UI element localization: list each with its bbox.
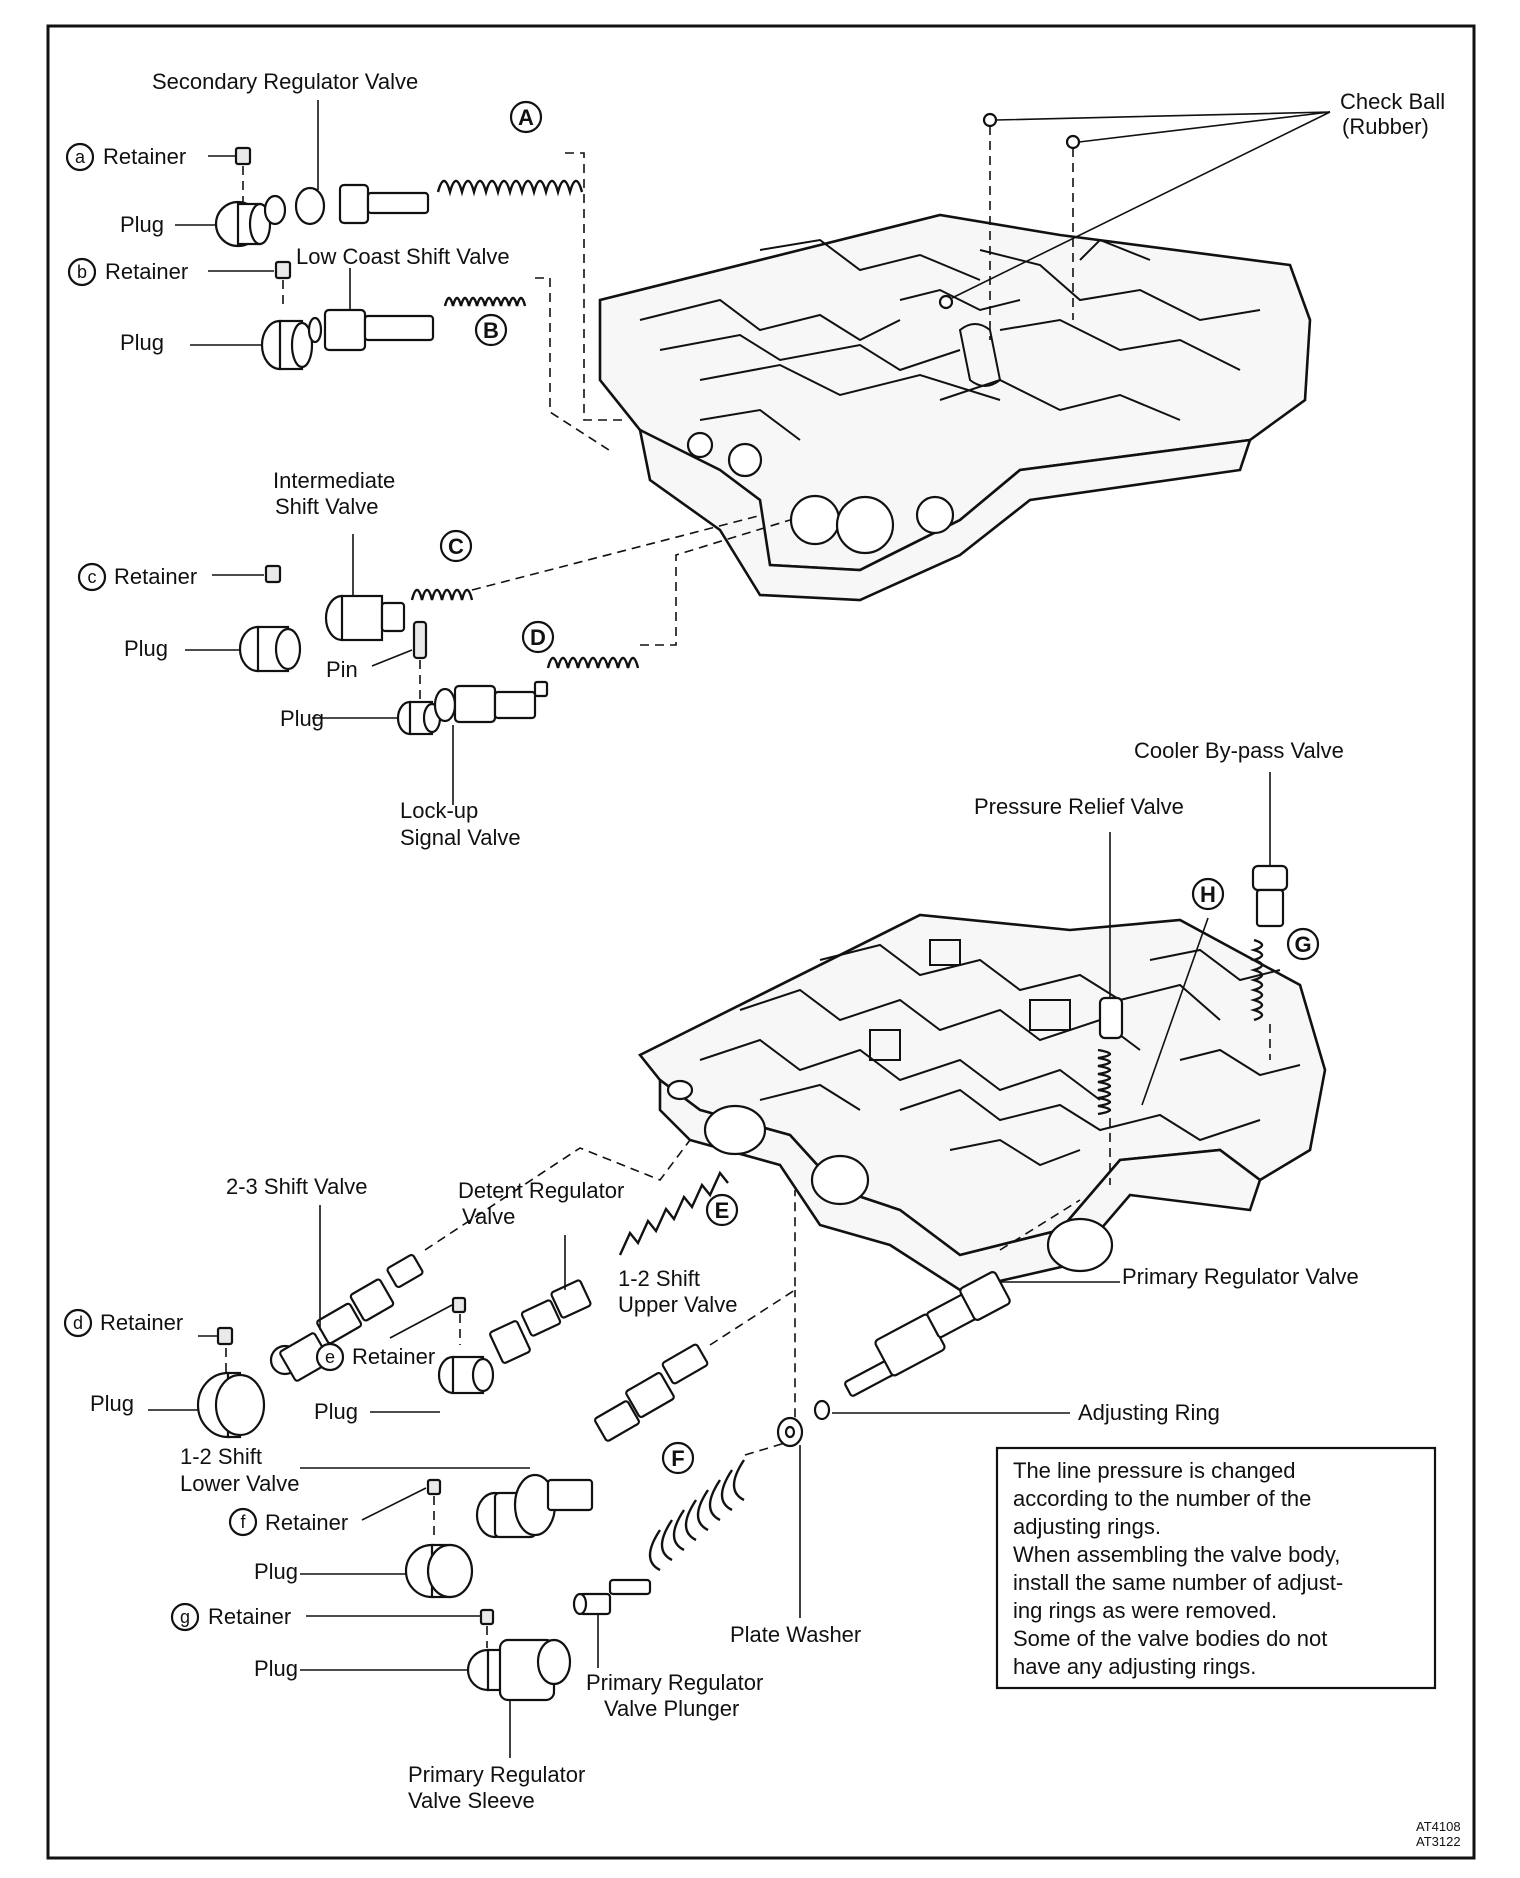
label-retainer-d: Retainer — [100, 1310, 183, 1335]
label-plate-washer: Plate Washer — [730, 1622, 861, 1647]
label-prv-sleeve-2: Valve Sleeve — [408, 1788, 535, 1813]
label-prv-sleeve-1: Primary Regulator — [408, 1762, 585, 1787]
label-detent-regulator-valve-1: Detent Regulator — [458, 1178, 624, 1203]
note-line-7: Some of the valve bodies do not — [1013, 1626, 1327, 1651]
label-pressure-relief-valve: Pressure Relief Valve — [974, 794, 1184, 819]
label-intermediate-shift-valve-2: Shift Valve — [275, 494, 379, 519]
label-prv-plunger-1: Primary Regulator — [586, 1670, 763, 1695]
note-line-3: adjusting rings. — [1013, 1514, 1161, 1539]
label-prv-plunger-2: Valve Plunger — [604, 1696, 739, 1721]
marker-f: f — [240, 1512, 246, 1532]
spring-marker-f: F — [671, 1446, 684, 1471]
label-two-three-shift-valve: 2-3 Shift Valve — [226, 1174, 367, 1199]
label-lockup-signal-valve-1: Lock-up — [400, 798, 478, 823]
figure-code-2: AT3122 — [1416, 1834, 1461, 1849]
note-line-2: according to the number of the — [1013, 1486, 1311, 1511]
note-line-4: When assembling the valve body, — [1013, 1542, 1340, 1567]
label-plug-e: Plug — [90, 1391, 134, 1416]
label-plug-a: Plug — [120, 212, 164, 237]
label-one-two-upper-1: 1-2 Shift — [618, 1266, 700, 1291]
marker-g: g — [180, 1607, 190, 1627]
marker-e: e — [325, 1347, 335, 1367]
label-lockup-signal-valve-2: Signal Valve — [400, 825, 521, 850]
note-line-6: ing rings as were removed. — [1013, 1598, 1277, 1623]
lower-valve-body — [637, 913, 1327, 1292]
label-cooler-bypass-valve: Cooler By-pass Valve — [1134, 738, 1344, 763]
upper-valve-body — [598, 213, 1312, 602]
label-plug-d: Plug — [280, 706, 324, 731]
spring-marker-c: C — [448, 534, 464, 559]
figure-code-1: AT4108 — [1416, 1819, 1461, 1834]
marker-c: c — [88, 567, 97, 587]
spring-marker-d: D — [530, 625, 546, 650]
label-check-ball-rubber: (Rubber) — [1342, 114, 1429, 139]
marker-d: d — [73, 1313, 83, 1333]
label-one-two-upper-2: Upper Valve — [618, 1292, 737, 1317]
spring-marker-a: A — [518, 105, 534, 130]
label-adjusting-ring: Adjusting Ring — [1078, 1400, 1220, 1425]
label-retainer-f: Retainer — [265, 1510, 348, 1535]
label-retainer-a: Retainer — [103, 144, 186, 169]
label-retainer-b: Retainer — [105, 259, 188, 284]
label-retainer-c: Retainer — [114, 564, 197, 589]
note-line-1: The line pressure is changed — [1013, 1458, 1296, 1483]
label-retainer-g: Retainer — [208, 1604, 291, 1629]
note-line-5: install the same number of adjust- — [1013, 1570, 1343, 1595]
label-secondary-regulator-valve: Secondary Regulator Valve — [152, 69, 418, 94]
label-low-coast-shift-valve: Low Coast Shift Valve — [296, 244, 510, 269]
figure-border — [46, 24, 1476, 1860]
note-box: The line pressure is changed according t… — [995, 1446, 1437, 1690]
label-intermediate-shift-valve-1: Intermediate — [273, 468, 395, 493]
label-retainer-e: Retainer — [352, 1344, 435, 1369]
label-one-two-lower-2: Lower Valve — [180, 1471, 299, 1496]
label-plug-g: Plug — [254, 1559, 298, 1584]
label-plug-f: Plug — [314, 1399, 358, 1424]
spring-letter-markers: A B C D E F G H — [439, 100, 1320, 1475]
label-primary-regulator-valve: Primary Regulator Valve — [1122, 1264, 1359, 1289]
label-detent-regulator-valve-2: Valve — [462, 1204, 515, 1229]
label-pin: Pin — [326, 657, 358, 682]
label-plug-h: Plug — [254, 1656, 298, 1681]
circled-lowercase-markers: a b c d e f g — [63, 142, 345, 1632]
part-labels: Secondary Regulator Valve Retainer Plug … — [90, 69, 1445, 1813]
marker-b: b — [77, 262, 87, 282]
spring-marker-g: G — [1294, 932, 1311, 957]
marker-a: a — [75, 147, 86, 167]
label-one-two-lower-1: 1-2 Shift — [180, 1444, 262, 1469]
label-check-ball: Check Ball — [1340, 89, 1445, 114]
spring-marker-e: E — [715, 1198, 730, 1223]
label-plug-c: Plug — [124, 636, 168, 661]
spring-marker-h: H — [1200, 882, 1216, 907]
note-line-8: have any adjusting rings. — [1013, 1654, 1256, 1679]
label-plug-b: Plug — [120, 330, 164, 355]
spring-marker-b: B — [483, 318, 499, 343]
